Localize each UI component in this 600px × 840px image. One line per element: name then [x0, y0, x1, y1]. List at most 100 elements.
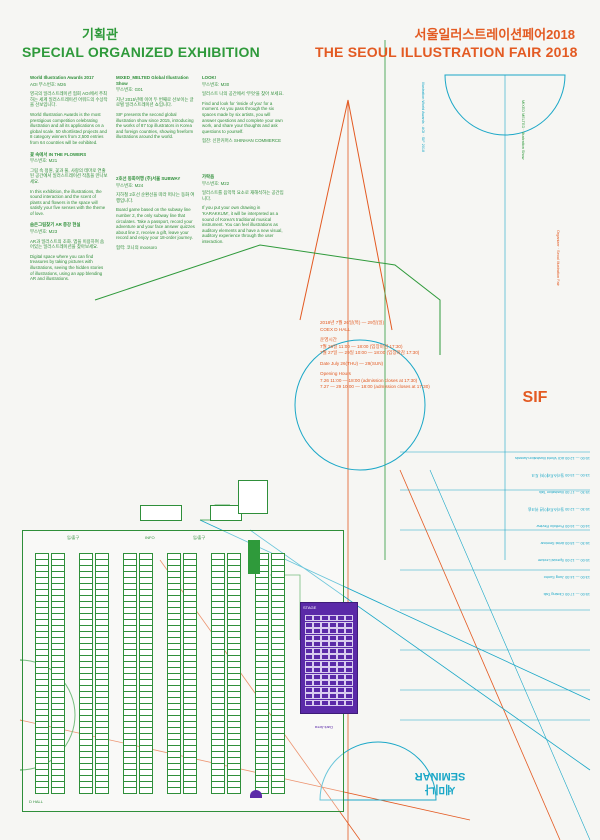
stage-seat — [305, 660, 313, 667]
stage-seat — [345, 660, 353, 667]
stage-seat — [321, 641, 329, 647]
seminar-row: 14:00 — 16:00 Portfolio Review — [536, 524, 590, 528]
stage-seat — [313, 699, 321, 706]
column-body-ko-2: 지하철 2호선 순환선을 따라 떠나는 동화 여행입니다. — [116, 192, 195, 203]
stage-seat — [345, 699, 353, 706]
vertical-credits-green: MIXED MELTED · Illustration Show — [521, 100, 525, 160]
booth-cell — [95, 787, 109, 794]
stage-seat — [345, 680, 353, 686]
column-body-en-2: Board game based on the subway line numb… — [116, 207, 195, 241]
sif-logo-text: SIF — [523, 389, 548, 406]
stage-seat — [305, 673, 313, 680]
column-sub: 부스번호: G01 — [116, 87, 143, 93]
seminar-schedule: 10:00 — 12:00 AOI World Illustration Awa… — [400, 455, 590, 596]
stage-seat — [321, 693, 329, 699]
column-body-ko-3: AR과 일러스트의 조화. 앱을 이용하여 숨어있는 일러스트레이션을 찾아보세… — [30, 238, 105, 250]
column-body-ko-2: 그림 속 정원, 꽃과 풀, 사랑의 테마로 연출된 공간에서 일러스트레이션 … — [30, 167, 108, 184]
stage-seat — [337, 628, 345, 634]
stage-seat — [321, 647, 329, 654]
booth-grid — [23, 531, 343, 811]
booth-cell — [167, 787, 181, 794]
column-body-en-2: In this exhibition, the illustrations, t… — [30, 188, 106, 216]
stage-seat — [345, 686, 353, 693]
column-sub-2: 부스번호: M22 — [202, 180, 230, 186]
entrance-left-label: 입/출구 — [67, 535, 80, 540]
column-credit-2: 협력: 코니의 moosoro — [116, 244, 157, 250]
stage-seat — [313, 634, 321, 641]
stage-seat — [321, 686, 329, 693]
column-body-en-2: If you put your own drawing in 'KARAKKUM… — [202, 205, 283, 244]
column-heading-2: 꽃 속에서 IN THE FLOWERS — [30, 151, 87, 157]
seminar-row: 15:30 — 17:30 Illustration Talk — [538, 490, 590, 494]
column-body-en: SIF presents the second global illustrat… — [116, 111, 194, 140]
stage-seat — [345, 628, 353, 634]
stage-seat — [305, 699, 313, 706]
stage-seat — [313, 647, 321, 654]
stage-seat — [313, 615, 321, 621]
stage-seat — [329, 686, 337, 693]
stage-seat — [329, 628, 337, 634]
stage-seat — [337, 660, 345, 667]
booth-cell — [271, 787, 285, 794]
stage-seat — [337, 673, 345, 680]
stage-seat — [337, 634, 345, 641]
stage-seat — [345, 673, 353, 680]
column-heading-2: 2호선 동화여행 (주)서울 SUBWAY — [116, 175, 181, 181]
booth-cell — [211, 787, 225, 794]
hours-en-label: Opening Hours — [320, 371, 351, 376]
sif-logo-mark-icon: SIF — [523, 389, 548, 406]
column-body-ko: 지난 2015년에 이어 두 번째로 선보이는 글로벌 일러스트레이션 쇼입니다… — [116, 96, 194, 108]
entrance-right-label: 입/출구 — [193, 535, 206, 540]
seminar-title: 세미나 SEMINAR — [400, 770, 480, 798]
stage-seat — [313, 673, 321, 680]
stage-seat — [313, 693, 321, 699]
column-sub: AOI 부스번호: M26 — [30, 81, 66, 87]
hall-label: D HALL — [29, 799, 44, 804]
stage-seat — [321, 660, 329, 667]
stage-seat — [321, 680, 329, 686]
dark-area-label: Dark Area — [315, 725, 333, 730]
booth-cell — [51, 787, 65, 794]
stage-seat — [337, 647, 345, 654]
stage-seat — [345, 621, 353, 628]
stage-seat — [313, 628, 321, 634]
stage-seat — [329, 699, 337, 706]
booth-cell — [35, 787, 49, 794]
stage-seat — [345, 615, 353, 621]
column-sub-2: 부스번호: M24 — [116, 182, 144, 188]
stage-seat — [305, 641, 313, 647]
seminar-row: 10:30 — 12:30 일러스트레이션 워크숍 — [528, 507, 590, 511]
vertical-credits-orange: Organizer · Seoul Illustration Fair — [556, 230, 560, 286]
event-info: 2018년 7월 26일(목) — 29일(일) COEX D HALL 운영시… — [320, 320, 460, 391]
stage-seat — [305, 615, 313, 621]
hours-ko-2: 7월 27일 — 29일 10:00 — 18:00 (입장마감 17:30) — [320, 350, 420, 355]
column-sub-3: 부스번호: M23 — [30, 229, 58, 235]
stage-seat — [305, 680, 313, 686]
stage-seat — [321, 667, 329, 673]
stage-seat — [313, 667, 321, 673]
info-desk-label: INFO — [145, 535, 155, 540]
stage-seat — [345, 667, 353, 673]
stage-seat — [305, 628, 313, 634]
column-heading: MIXED_MELTED Global Illustration Show — [116, 75, 189, 86]
stage-seat — [337, 699, 345, 706]
stage-seat — [337, 693, 345, 699]
stage-seat — [305, 634, 313, 641]
column-body-en: World Illustration Awards is the most pr… — [30, 111, 107, 145]
stage-seat — [329, 673, 337, 680]
stage-seat — [329, 634, 337, 641]
stage-seat — [337, 654, 345, 660]
hours-ko-1: 7월 26일 11:00 — 18:00 (입장마감 17:30) — [320, 343, 403, 349]
hours-en-2: 7.27 — 29 10:00 — 18:00 (admission close… — [320, 384, 430, 389]
stage-area: STAGE — [300, 602, 358, 714]
stage-seat — [329, 660, 337, 667]
stage-seat — [345, 654, 353, 660]
stage-seat — [305, 686, 313, 693]
booth-cell — [79, 787, 93, 794]
stage-seat — [337, 667, 345, 673]
stage-seat — [345, 641, 353, 647]
stage-seat — [305, 647, 313, 654]
green-block-filled — [248, 540, 260, 574]
seminar-row: 13:00 — 15:00 일러스트레이터 토크 — [531, 473, 590, 477]
